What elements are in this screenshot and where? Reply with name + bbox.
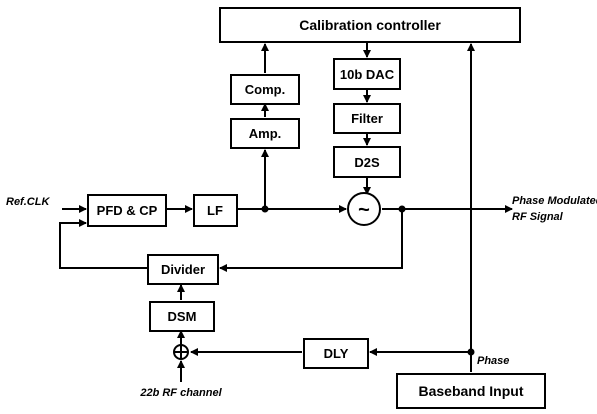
output-label-line1: Phase Modulated bbox=[512, 195, 597, 207]
phase-junction-dot bbox=[467, 348, 475, 356]
pfd-cp-block: PFD & CP bbox=[87, 194, 167, 227]
filter-block: Filter bbox=[333, 103, 401, 134]
calibration-controller-label: Calibration controller bbox=[299, 17, 441, 33]
dly-block: DLY bbox=[303, 338, 369, 369]
d2s-label: D2S bbox=[354, 155, 380, 170]
ref-clk-label: Ref.CLK bbox=[6, 196, 50, 208]
rf-channel-label: 22b RF channel bbox=[139, 387, 222, 399]
d2s-block: D2S bbox=[333, 146, 401, 178]
divider-to-pfd-wire bbox=[59, 219, 148, 269]
dly-label: DLY bbox=[324, 346, 349, 361]
dsm-label: DSM bbox=[168, 309, 197, 324]
divider-block: Divider bbox=[147, 254, 219, 285]
divider-label: Divider bbox=[161, 262, 205, 277]
vco-symbol: ~ bbox=[358, 199, 370, 221]
pfd-cp-label: PFD & CP bbox=[97, 203, 158, 218]
vco-block: ~ bbox=[347, 192, 381, 226]
amp-block: Amp. bbox=[230, 118, 300, 149]
output-label-line2: RF Signal bbox=[512, 211, 564, 223]
lf-block: LF bbox=[193, 194, 238, 227]
feedback-to-divider-wire bbox=[219, 209, 403, 272]
lf-label: LF bbox=[207, 203, 223, 218]
baseband-input-label: Baseband Input bbox=[418, 383, 523, 399]
dac-block: 10b DAC bbox=[333, 58, 401, 90]
filter-label: Filter bbox=[351, 111, 383, 126]
comp-block: Comp. bbox=[230, 74, 300, 105]
output-junction-dot bbox=[398, 205, 406, 213]
sine-wave-icon bbox=[347, 192, 381, 226]
dac-label: 10b DAC bbox=[340, 67, 395, 82]
baseband-input-block: Baseband Input bbox=[396, 373, 546, 409]
comp-label: Comp. bbox=[245, 82, 285, 97]
calibration-controller-block: Calibration controller bbox=[219, 7, 521, 43]
dsm-block: DSM bbox=[149, 301, 215, 332]
lf-junction-dot bbox=[261, 205, 269, 213]
phase-label: Phase bbox=[477, 355, 509, 367]
summing-junction-icon bbox=[173, 344, 189, 360]
amp-label: Amp. bbox=[249, 126, 282, 141]
